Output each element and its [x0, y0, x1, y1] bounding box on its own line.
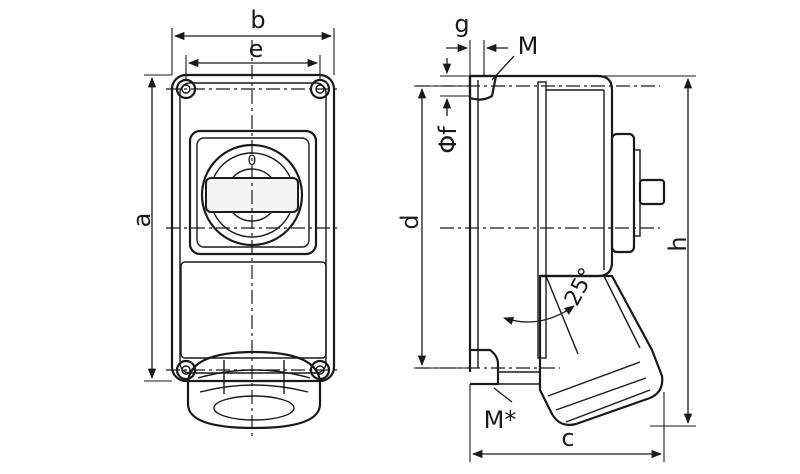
angle-arc [503, 305, 575, 325]
dimension-h-label: h [664, 236, 692, 251]
dimension-c-label: c [561, 424, 574, 452]
mounting-holes [175, 78, 331, 381]
socket-panel [180, 261, 327, 359]
mounting-ear-top [468, 74, 498, 101]
dimension-b-label: b [250, 6, 265, 34]
dimension-g-label: g [454, 10, 469, 38]
gland-label: M* [484, 406, 517, 434]
front-view: 0 b e a [128, 6, 340, 440]
dimension-e-label: e [249, 35, 264, 63]
hole-diameter-label: Φf [434, 126, 462, 154]
side-view: g M Φf d h 25° M* c [396, 10, 696, 462]
socket-cap [186, 350, 322, 430]
knob-shaft [638, 178, 666, 206]
side-body [470, 74, 614, 278]
mounting-ear-bottom [470, 348, 500, 386]
knob-housing [610, 132, 636, 254]
screw-label: M [518, 32, 539, 60]
angle-label: 25° [560, 264, 600, 310]
switch-plate [188, 129, 318, 256]
angled-socket [538, 274, 664, 426]
dimension-d-label: d [396, 214, 424, 229]
dimension-a-label: a [128, 213, 156, 228]
